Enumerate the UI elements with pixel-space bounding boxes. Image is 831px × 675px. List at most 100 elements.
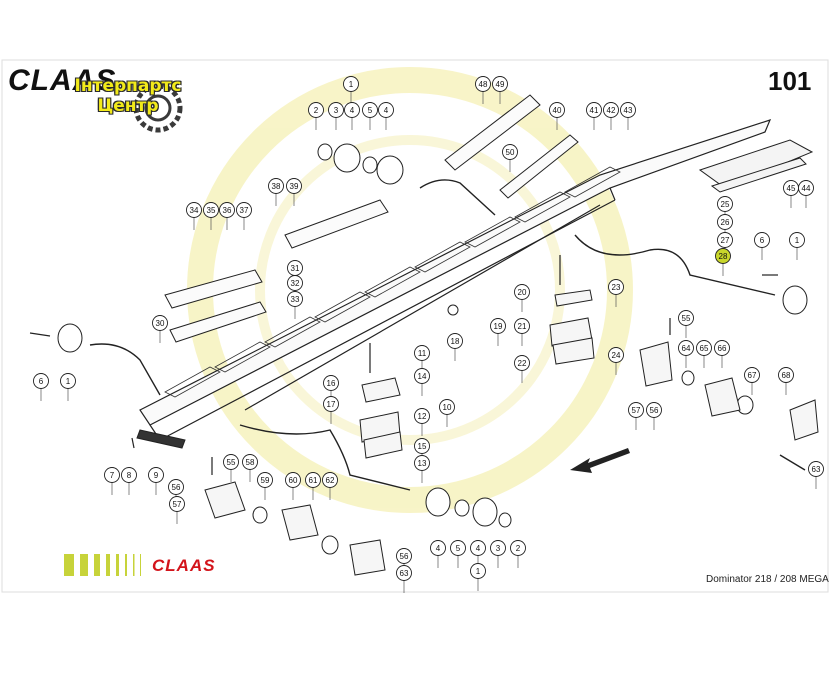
callout-circle [586,102,602,118]
callout-circle [514,284,530,300]
grate-segment [364,266,421,298]
callout-label: 2 [516,544,521,553]
callout-c10: 10 [439,399,455,415]
toothed-plates [164,94,579,343]
callout-label: 3 [334,106,339,115]
callout-c63b: 63 [396,565,412,581]
callout-label: 6 [39,377,44,386]
callout-c55a: 55 [678,310,694,326]
callout-label: 12 [418,412,427,421]
direction-arrow [570,448,630,473]
callout-c13: 13 [414,455,430,471]
callout-label: 7 [110,471,115,480]
callout-circle [678,340,694,356]
callout-label: 1 [66,377,71,386]
callout-c6a: 6 [754,232,770,248]
callout-circle [121,467,137,483]
callout-label: 20 [518,288,527,297]
callout-c3a: 3 [328,102,344,118]
stamp-line-2: Центр [97,96,159,116]
callout-label: 61 [309,476,318,485]
callout-label: 26 [721,218,730,227]
callout-circle [439,399,455,415]
stamp-line-1: Інтерпартс [74,76,182,96]
callout-label: 18 [451,337,460,346]
callout-label: 57 [632,406,641,415]
callout-circle [152,315,168,331]
callout-circle [242,454,258,470]
callout-circle [450,540,466,556]
callout-c2a: 2 [308,102,324,118]
callout-label: 67 [748,371,757,380]
callout-label: 56 [400,552,409,561]
callout-circle [789,232,805,248]
callout-label: 15 [418,442,427,451]
callout-circle [717,214,733,230]
callout-circle [148,467,164,483]
footer-bar [133,554,135,576]
callout-c35: 35 [203,202,219,218]
callout-label: 35 [207,206,216,215]
callout-c66: 66 [714,340,730,356]
callout-c34: 34 [186,202,202,218]
callout-c55b: 55 [223,454,239,470]
callout-c4a: 4 [344,102,360,118]
footer-bar [94,554,100,576]
callout-c20: 20 [514,284,530,300]
callout-c5b: 5 [450,540,466,556]
callout-label: 55 [227,458,236,467]
grate-segment [314,291,371,323]
callout-circle [60,373,76,389]
callout-label: 58 [246,458,255,467]
footer-bar [116,554,119,576]
sieve-grates [164,166,621,398]
callout-c60: 60 [285,472,301,488]
callout-label: 56 [650,406,659,415]
callout-c42: 42 [603,102,619,118]
bearing-parts [57,143,808,555]
callout-c22: 22 [514,355,530,371]
page-number: 101 [768,66,812,96]
callout-circle [268,178,284,194]
callout-circle [414,345,430,361]
callout-label: 56 [172,483,181,492]
callout-label: 23 [612,283,621,292]
callout-circle [549,102,565,118]
callout-circle [754,232,770,248]
callout-circle [514,318,530,334]
callout-label: 43 [624,106,633,115]
callout-c24: 24 [608,347,624,363]
callout-label: 64 [682,344,691,353]
callout-circle [608,279,624,295]
callout-label: 3 [496,544,501,553]
callout-c8: 8 [121,467,137,483]
callout-circle [414,455,430,471]
callout-label: 5 [368,106,373,115]
grate-segment [414,241,471,273]
callout-label: 36 [223,206,232,215]
callout-label: 28 [719,252,728,261]
callout-label: 57 [173,500,182,509]
callout-c44: 44 [798,180,814,196]
callout-c48: 48 [475,76,491,92]
callout-circle [236,202,252,218]
callout-c38: 38 [268,178,284,194]
callout-label: 59 [261,476,270,485]
callout-circle [678,310,694,326]
callout-circle [470,540,486,556]
callout-circle [430,540,446,556]
main-conveyor [139,119,772,441]
callout-label: 50 [506,148,515,157]
callout-c49: 49 [492,76,508,92]
callout-label: 13 [418,459,427,468]
callout-c3b: 3 [490,540,506,556]
callout-circle [308,102,324,118]
callout-label: 24 [612,351,621,360]
callout-c5a: 5 [362,102,378,118]
callout-label: 8 [127,471,132,480]
callout-label: 32 [291,279,300,288]
callout-label: 63 [400,569,409,578]
callout-c19: 19 [490,318,506,334]
